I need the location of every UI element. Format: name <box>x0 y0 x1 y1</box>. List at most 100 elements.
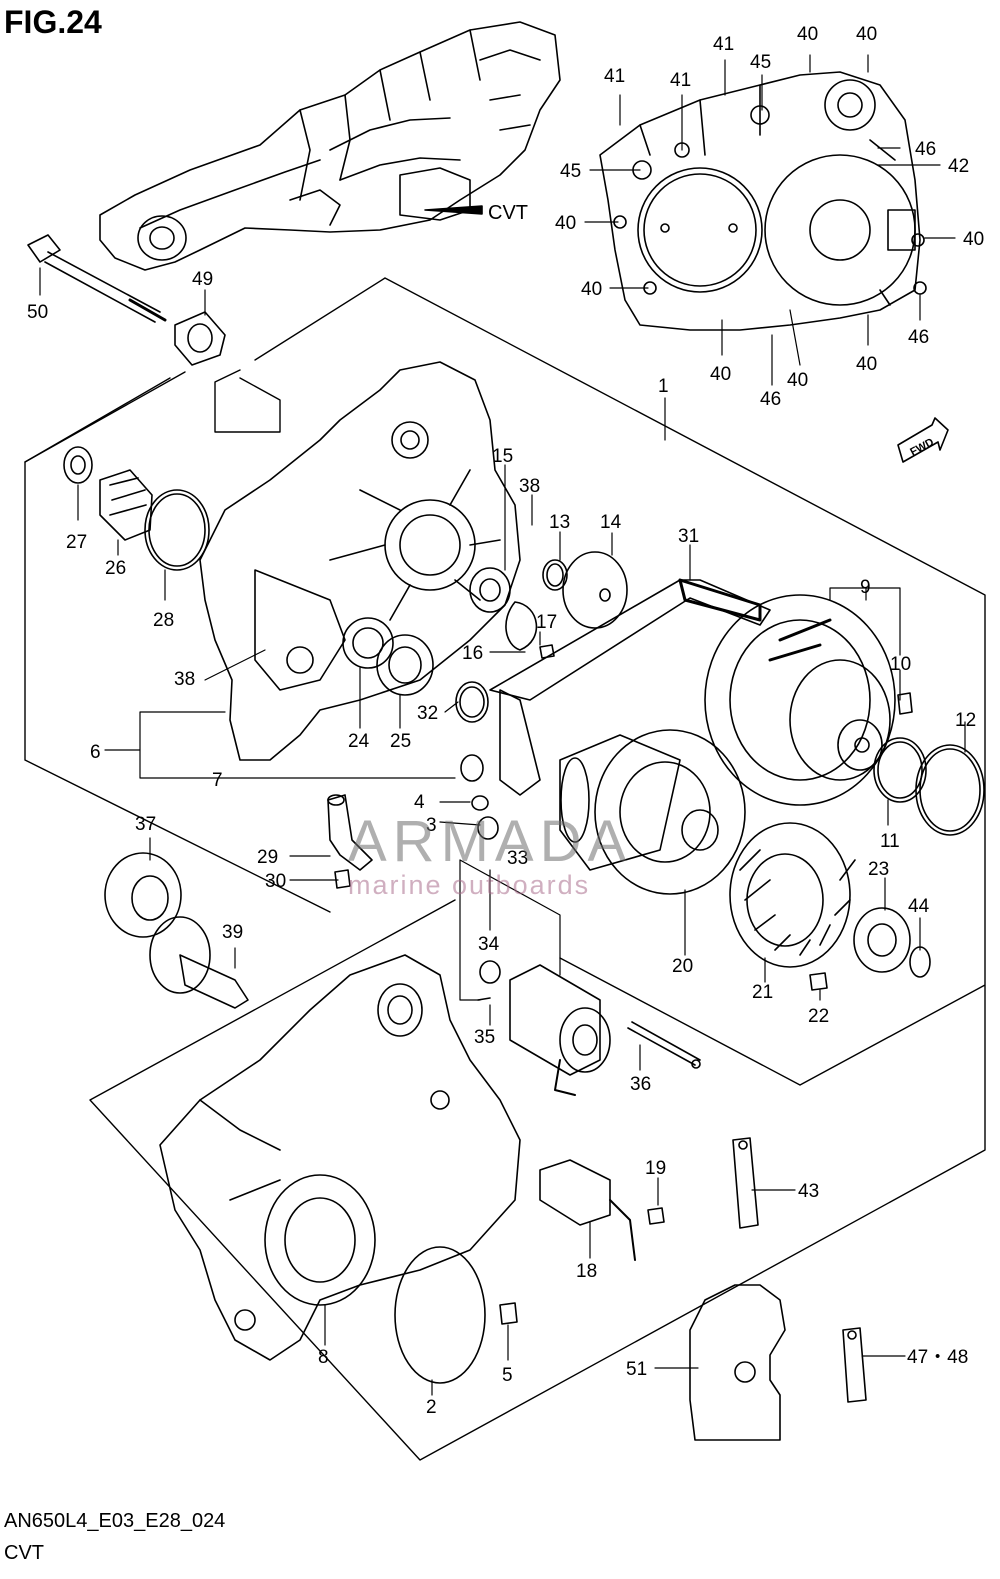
callout-31: 31 <box>678 526 699 547</box>
plug-4 <box>471 795 489 811</box>
cvt-cover-8 <box>159 954 521 1361</box>
bolt-30 <box>334 869 351 889</box>
callout-38a: 38 <box>519 476 540 497</box>
callout-45b: 45 <box>560 161 581 182</box>
leader-lines <box>39 54 966 1396</box>
bolt-19 <box>647 1207 665 1225</box>
callout-40a: 40 <box>797 24 818 45</box>
callout-34: 34 <box>478 934 500 955</box>
callout-41a: 41 <box>713 34 734 55</box>
bearing-15 <box>469 567 511 613</box>
callout-38b: 38 <box>174 669 195 690</box>
bearing-24 <box>342 617 394 669</box>
callout-33: 33 <box>507 848 528 869</box>
nut-49 <box>174 311 226 366</box>
oil-seal-25 <box>376 634 434 696</box>
cap-2 <box>394 1246 486 1384</box>
callout-41b: 41 <box>604 66 625 87</box>
callout-45a: 45 <box>750 52 771 73</box>
crankcase-cover-top <box>599 71 927 331</box>
callout-40h: 40 <box>856 354 877 375</box>
callout-24: 24 <box>348 731 370 752</box>
bolt-50 <box>27 234 167 323</box>
gear-39 <box>149 916 249 1009</box>
callout-30: 30 <box>265 871 286 892</box>
callout-35: 35 <box>474 1027 495 1048</box>
callout-7: 7 <box>212 770 223 791</box>
bearing-23 <box>853 907 911 973</box>
fwd-badge <box>897 417 949 463</box>
pulley-20 <box>559 729 746 895</box>
ring-13 <box>542 559 568 591</box>
bearing-26 <box>99 469 153 541</box>
bracket-47-48 <box>842 1327 867 1403</box>
callout-39: 39 <box>222 922 243 943</box>
cooling-fan-21 <box>729 822 856 968</box>
callout-46b: 46 <box>908 327 929 348</box>
callout-9: 9 <box>860 577 871 598</box>
cvt-inset-label: CVT <box>488 202 528 224</box>
screw-5 <box>499 1302 518 1325</box>
callout-1: 1 <box>658 376 669 397</box>
callout-15: 15 <box>492 446 513 467</box>
figure-code: AN650L4_E03_E28_024 <box>4 1510 226 1532</box>
oil-seal-27 <box>63 446 93 484</box>
callout-51: 51 <box>626 1359 647 1380</box>
callout-13: 13 <box>549 512 570 533</box>
ring-44 <box>909 946 931 978</box>
callout-42: 42 <box>948 156 969 177</box>
callout-28: 28 <box>153 610 174 631</box>
callout-44: 44 <box>908 896 930 917</box>
ring-32 <box>455 681 489 723</box>
callout-23: 23 <box>868 859 889 880</box>
callout-43: 43 <box>798 1181 819 1202</box>
o-ring-28 <box>144 489 210 571</box>
gear-34 <box>479 960 501 984</box>
callout-40f: 40 <box>710 364 731 385</box>
callout-47-48: 47・48 <box>907 1347 968 1368</box>
clip-16 <box>505 601 538 651</box>
callout-46c: 46 <box>760 389 781 410</box>
callout-27: 27 <box>66 532 87 553</box>
callout-40b: 40 <box>856 24 877 45</box>
callout-22: 22 <box>808 1006 829 1027</box>
clutch-assembly-9 <box>704 594 896 806</box>
callout-36: 36 <box>630 1074 651 1095</box>
callout-10: 10 <box>890 654 911 675</box>
callout-21: 21 <box>752 982 773 1003</box>
callout-4: 4 <box>414 792 425 813</box>
callout-11: 11 <box>880 831 900 852</box>
callout-16: 16 <box>462 643 483 664</box>
figure-name: CVT <box>4 1542 44 1564</box>
callout-2: 2 <box>426 1397 437 1418</box>
callout-17: 17 <box>536 612 557 633</box>
bolt-36 <box>627 1021 701 1069</box>
callout-40g: 40 <box>787 370 808 391</box>
plug-3 <box>477 816 499 840</box>
o-ring-11 <box>873 737 927 803</box>
bracket-43 <box>732 1137 759 1229</box>
callout-18: 18 <box>576 1261 597 1282</box>
dowel-7 <box>460 754 484 782</box>
callout-25: 25 <box>390 731 411 752</box>
callout-29: 29 <box>257 847 278 868</box>
cvt-pointer-arrow <box>424 205 483 215</box>
sensor-29 <box>327 794 373 871</box>
callout-32: 32 <box>417 703 438 724</box>
washer-14 <box>562 551 628 629</box>
callout-12: 12 <box>955 710 976 731</box>
gear-37 <box>104 852 182 938</box>
callout-3: 3 <box>426 815 437 836</box>
switch-18 <box>539 1159 636 1261</box>
callout-50: 50 <box>27 302 48 323</box>
bolt-10 <box>897 692 913 715</box>
cover-51 <box>689 1284 786 1441</box>
callout-26: 26 <box>105 558 126 579</box>
callout-46a: 46 <box>915 139 936 160</box>
bolt-17 <box>539 644 555 659</box>
callout-40c: 40 <box>555 213 576 234</box>
callout-40e: 40 <box>581 279 602 300</box>
drive-belt-31 <box>489 578 771 796</box>
callout-5: 5 <box>502 1365 513 1386</box>
